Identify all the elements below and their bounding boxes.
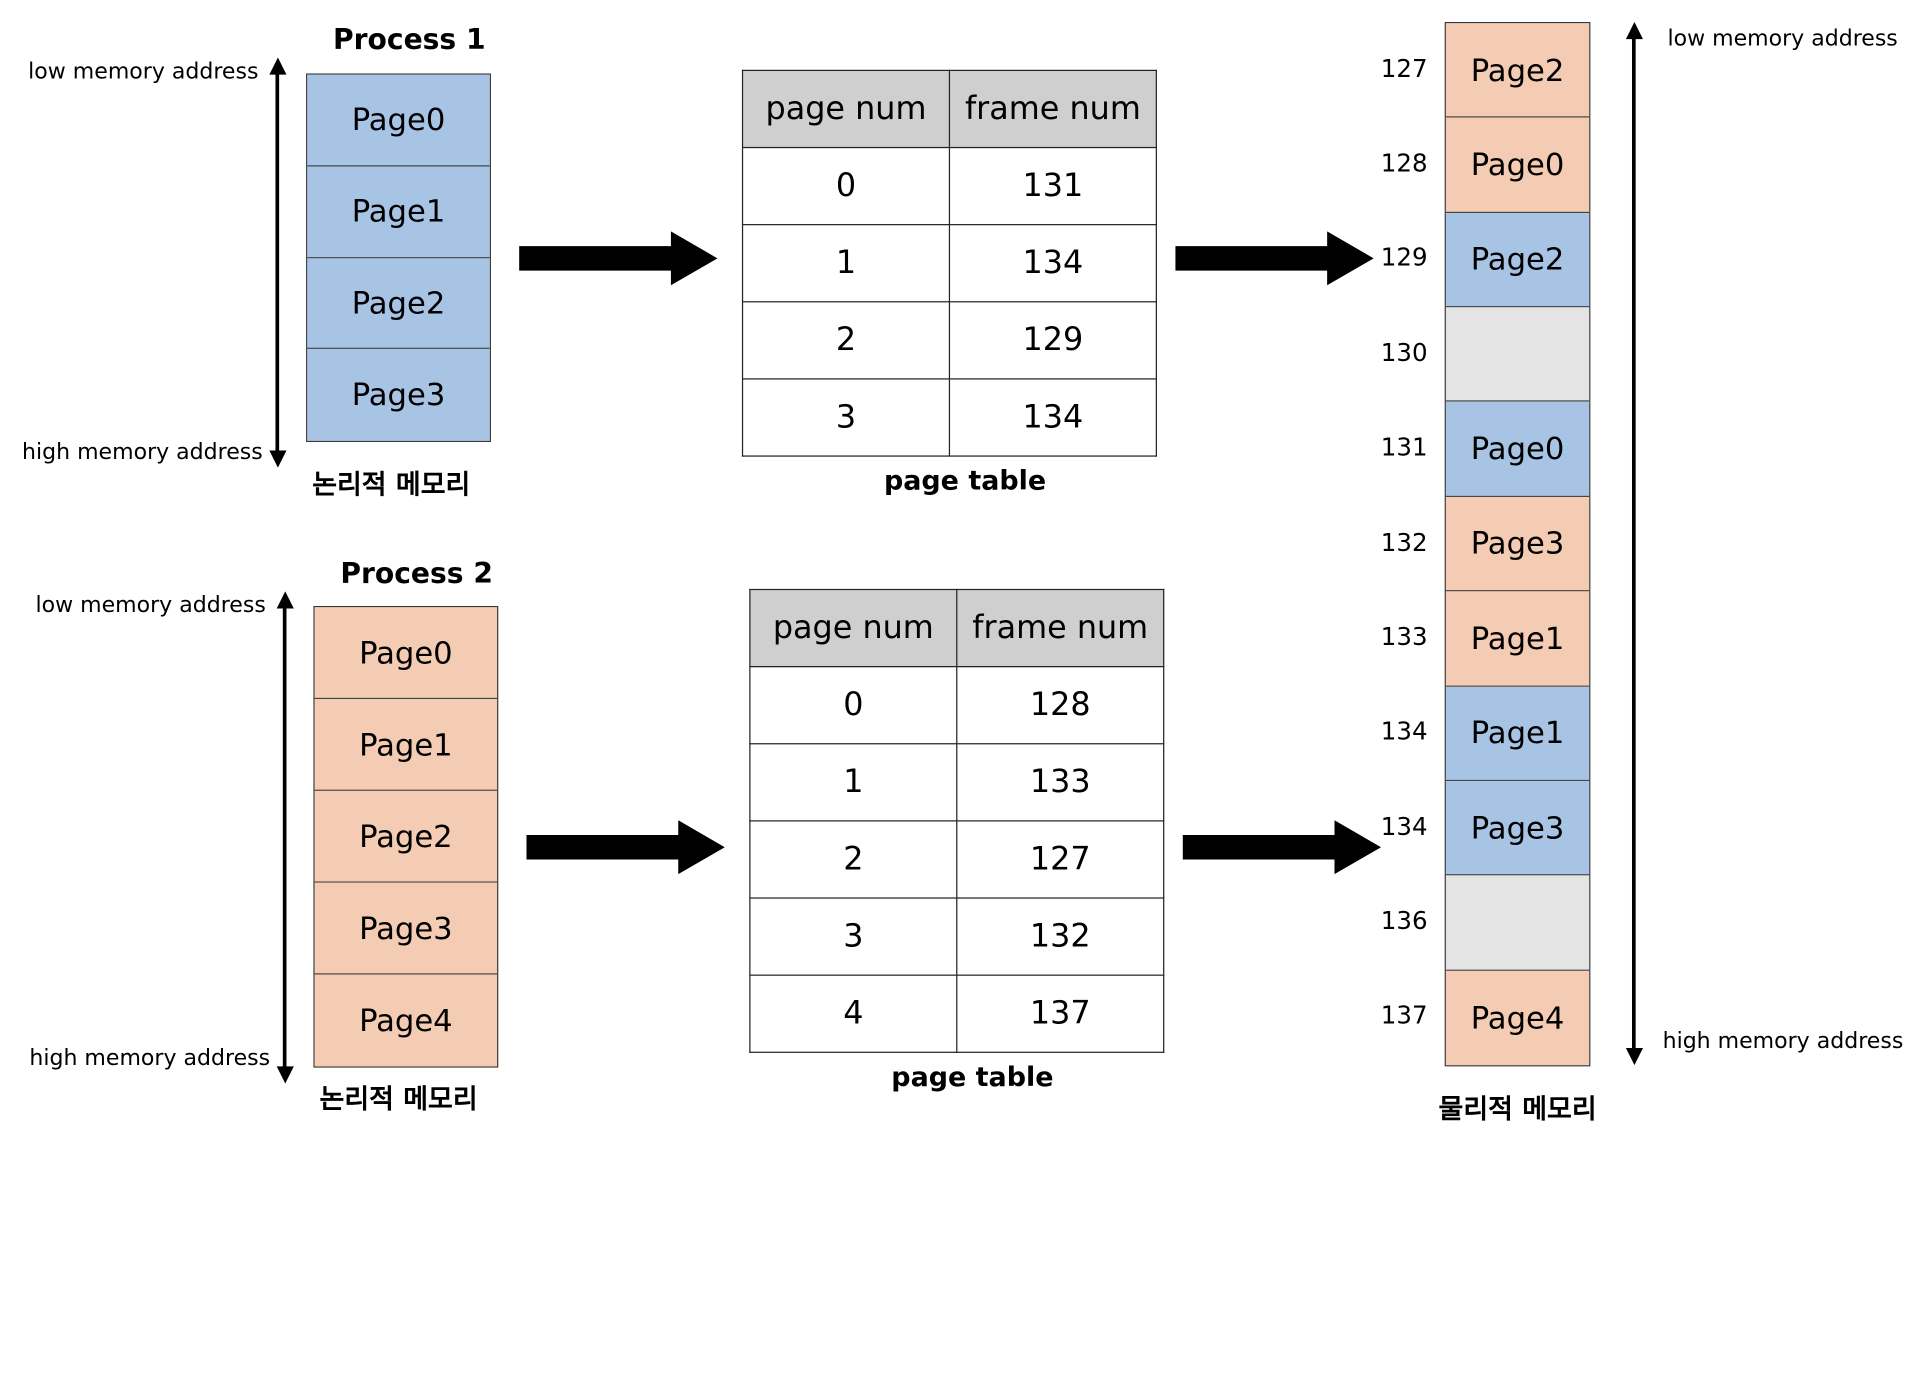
process2-high-address-label: high memory address [29,1045,271,1072]
frame-cell: Page1 [1445,591,1590,687]
frame-address-label: 137 [1380,1000,1428,1031]
process1-address-arrow-up-icon [269,57,287,75]
frame-address-label: 134 [1380,716,1428,746]
process1-page-cell: Page1 [307,166,490,258]
frame-cell: Page3 [1445,780,1590,876]
process2-page-cell: Page0 [314,607,498,700]
frame-address-label: 127 [1380,53,1428,83]
frame-num-cell: 133 [956,743,1165,822]
table1-to-physical-arrow-icon [1175,231,1374,286]
empty-frame [1445,307,1590,403]
page-num-cell: 4 [749,974,958,1053]
process1-title: Process 1 [333,24,486,57]
page-num-cell: 0 [749,666,958,745]
frame-address-label: 134 [1380,811,1428,841]
page-num-header: page num [741,69,951,149]
physical-address-axis [1631,36,1636,1053]
page-table-1-header-row: page num frame num [741,69,1157,149]
table2-to-physical-arrow-icon [1182,820,1382,875]
page-num-header: page num [749,588,958,668]
frame-num-cell: 131 [948,146,1157,226]
frame-num-cell: 127 [956,820,1165,899]
process2-address-axis [282,604,287,1071]
frame-num-header: frame num [956,588,1165,668]
frame-cell: Page2 [1445,212,1590,308]
process2-low-address-label: low memory address [35,592,266,619]
frame-address-label: 133 [1380,621,1428,652]
frame-cell: Page0 [1445,117,1590,213]
process1-low-address-label: low memory address [28,58,259,85]
process1-high-address-label: high memory address [22,439,263,466]
frame-cell: Page3 [1445,496,1590,592]
process2-title: Process 2 [340,558,493,591]
frame-cell: Page0 [1445,402,1590,497]
process1-caption: 논리적 메모리 [312,470,471,501]
frame-num-header: frame num [948,69,1157,149]
process1-page-cell: Page0 [307,74,490,167]
process1-page-cell: Page2 [307,257,490,350]
page-num-cell: 1 [749,743,958,822]
physical-low-address-label: low memory address [1667,25,1898,52]
page-num-cell: 1 [741,224,951,303]
process1-page-cell: Page3 [307,349,490,441]
frame-num-cell: 134 [948,378,1157,457]
page-num-cell: 0 [741,146,951,226]
empty-frame [1445,875,1590,971]
frame-cell: Page1 [1445,686,1590,781]
frame-num-cell: 128 [956,666,1165,745]
frame-address-label: 131 [1380,432,1428,462]
frame-address-label: 132 [1380,527,1428,557]
process2-page-cell: Page3 [314,882,498,975]
frame-num-cell: 134 [948,224,1157,303]
frame-address-label: 128 [1380,148,1428,178]
frame-num-cell: 137 [956,974,1165,1053]
page-num-cell: 2 [741,301,951,380]
process2-page-cell: Page4 [314,974,498,1067]
physical-high-address-label: high memory address [1662,1028,1904,1055]
physical-address-arrow-up-icon [1625,22,1644,40]
page-num-cell: 3 [741,378,951,457]
process2-address-arrow-down-icon [276,1066,294,1084]
frame-cell: Page4 [1445,970,1590,1066]
frame-cell: Page2 [1445,23,1590,118]
process1-address-arrow-down-icon [269,450,287,468]
physical-memory-caption: 물리적 메모리 [1438,1094,1597,1126]
physical-address-arrow-down-icon [1625,1048,1644,1066]
frame-address-label: 136 [1380,905,1428,936]
process2-caption: 논리적 메모리 [319,1084,478,1116]
process2-to-table-arrow-icon [526,820,725,875]
frame-address-label: 130 [1380,337,1428,368]
page-num-cell: 3 [749,897,958,976]
process2-page-cell: Page1 [314,699,498,791]
page-table-2-caption: page table [891,1062,1054,1094]
process2-address-arrow-up-icon [276,591,294,609]
process2-page-cell: Page2 [314,790,498,883]
frame-num-cell: 129 [948,301,1157,380]
frame-num-cell: 132 [956,897,1165,976]
process1-address-axis [275,71,280,453]
frame-address-label: 129 [1380,242,1428,273]
page-table-2-header-row: page num frame num [749,588,1165,668]
process1-to-table-arrow-icon [519,231,718,286]
page-table-1-caption: page table [883,466,1047,498]
page-num-cell: 2 [749,820,958,899]
